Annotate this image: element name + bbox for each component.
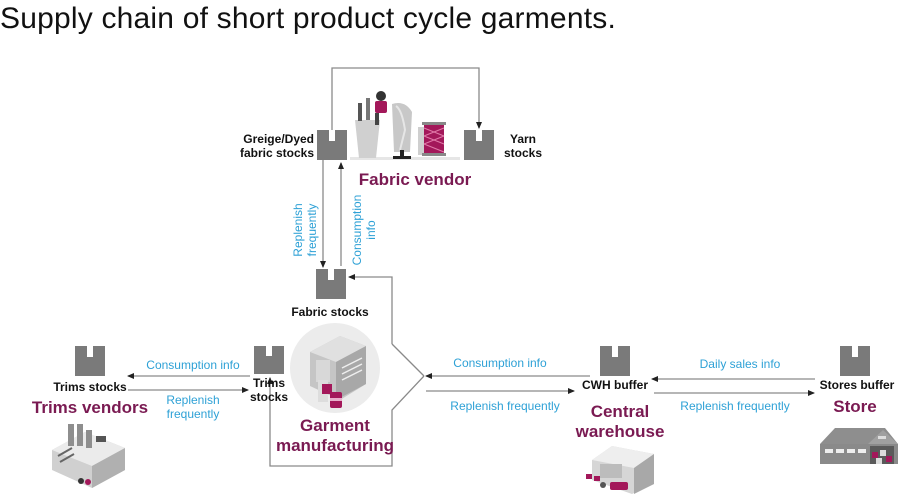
- cwh-replenish-label: Replenish frequently: [450, 399, 560, 413]
- garment-trims-stock-label: Trims stocks: [249, 376, 289, 404]
- line-split-lower: [267, 375, 425, 467]
- trims-consumption-label: Consumption info: [146, 358, 240, 372]
- cwh-buffer-label: CWH buffer: [582, 378, 648, 392]
- stock-box-trims-garment: [254, 346, 284, 374]
- line-split-upper: [391, 343, 425, 377]
- trims-vendors-title: Trims vendors: [31, 398, 149, 417]
- fabric-consumption-label: Consumption info: [350, 194, 378, 266]
- stores-buffer-label: Stores buffer: [819, 378, 895, 392]
- store-title: Store: [833, 397, 877, 416]
- store-replenish-label: Replenish frequently: [680, 399, 790, 413]
- trims-factory-illustration: [52, 424, 125, 488]
- garment-manufacturing-title: Garment manufacturing: [275, 416, 395, 455]
- fabric-vendor-illustration: [350, 91, 460, 160]
- fabric-replenish-label: Replenish frequently: [291, 203, 319, 257]
- store-sales-label: Daily sales info: [699, 357, 781, 371]
- stock-box-greige: [317, 130, 347, 160]
- line-to-fabric-stocks: [348, 274, 393, 344]
- stock-box-fabric: [316, 269, 346, 299]
- stock-box-store: [840, 346, 870, 376]
- central-warehouse-title: Central warehouse: [575, 402, 665, 441]
- store-illustration: [820, 428, 898, 464]
- trims-replenish-label: Replenish frequently: [166, 393, 220, 421]
- stock-box-cwh: [600, 346, 630, 376]
- yarn-stock-label: Yarn stocks: [503, 132, 543, 160]
- stock-box-yarn: [464, 130, 494, 160]
- trims-vendor-stock-label: Trims stocks: [53, 380, 127, 394]
- greige-stock-label: Greige/Dyed fabric stocks: [239, 132, 314, 160]
- warehouse-illustration: [586, 446, 654, 494]
- stock-box-trims-vendor: [75, 346, 105, 376]
- loop-greige-to-yarn: [331, 67, 482, 130]
- cwh-consumption-label: Consumption info: [453, 356, 547, 370]
- fabric-stocks-label: Fabric stocks: [291, 305, 369, 319]
- diagram-title: Supply chain of short product cycle garm…: [0, 2, 616, 35]
- fabric-vendor-title: Fabric vendor: [358, 170, 472, 189]
- factory-illustration: [290, 323, 380, 413]
